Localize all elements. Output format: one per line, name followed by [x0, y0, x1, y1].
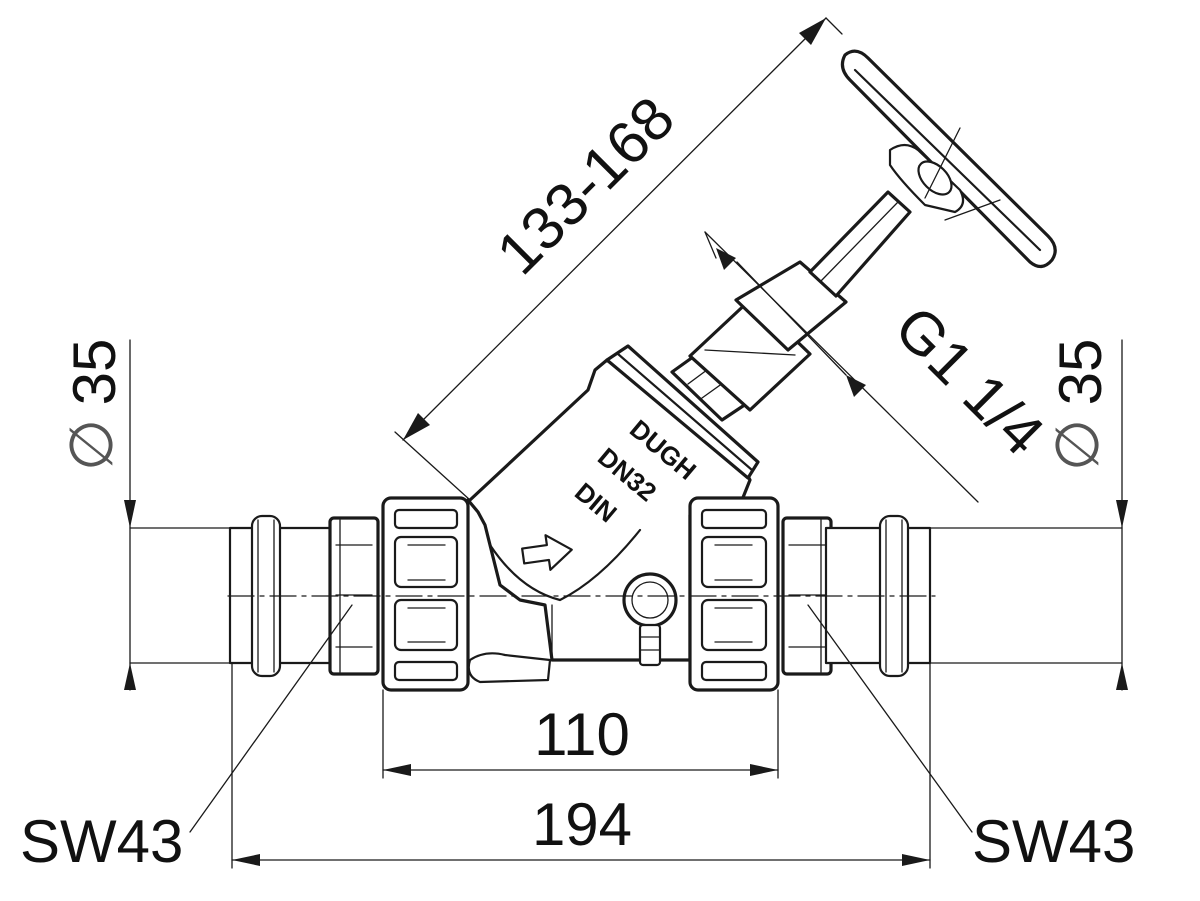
- diameter-symbol-left: ∅: [57, 419, 127, 471]
- left-union-nut: [381, 496, 470, 692]
- dimension-thread-label: G1 1/4: [882, 293, 1057, 468]
- dimension-diameter-right-label: 35: [1047, 339, 1114, 406]
- dimension-stem-length: [394, 17, 843, 501]
- valve-bonnet-rings: [605, 344, 760, 480]
- flow-direction-arrow: [521, 534, 573, 571]
- wrench-right-leader: [807, 604, 973, 833]
- dimension-stem-length-label: 133-168: [484, 84, 687, 287]
- handwheel-icon: [840, 49, 1057, 269]
- dimension-diameter-left: [124, 339, 233, 691]
- dimension-total-length-label: 194: [532, 791, 632, 858]
- dimension-total-length: [231, 662, 931, 869]
- dimension-diameter-right: [929, 339, 1128, 691]
- drain-port: [622, 572, 678, 667]
- wrench-size-right-label: SW43: [972, 808, 1135, 875]
- dimension-diameter-left-label: 35: [61, 339, 128, 406]
- right-union-nut: [688, 496, 780, 692]
- dimension-body-length-label: 110: [534, 701, 630, 768]
- diameter-symbol-right: ∅: [1043, 419, 1113, 471]
- valve-stem: [670, 190, 912, 422]
- dimension-body-length: [382, 689, 779, 779]
- wrench-left-leader: [189, 604, 353, 833]
- dimension-thread: [704, 231, 979, 503]
- wrench-size-left-label: SW43: [20, 808, 183, 875]
